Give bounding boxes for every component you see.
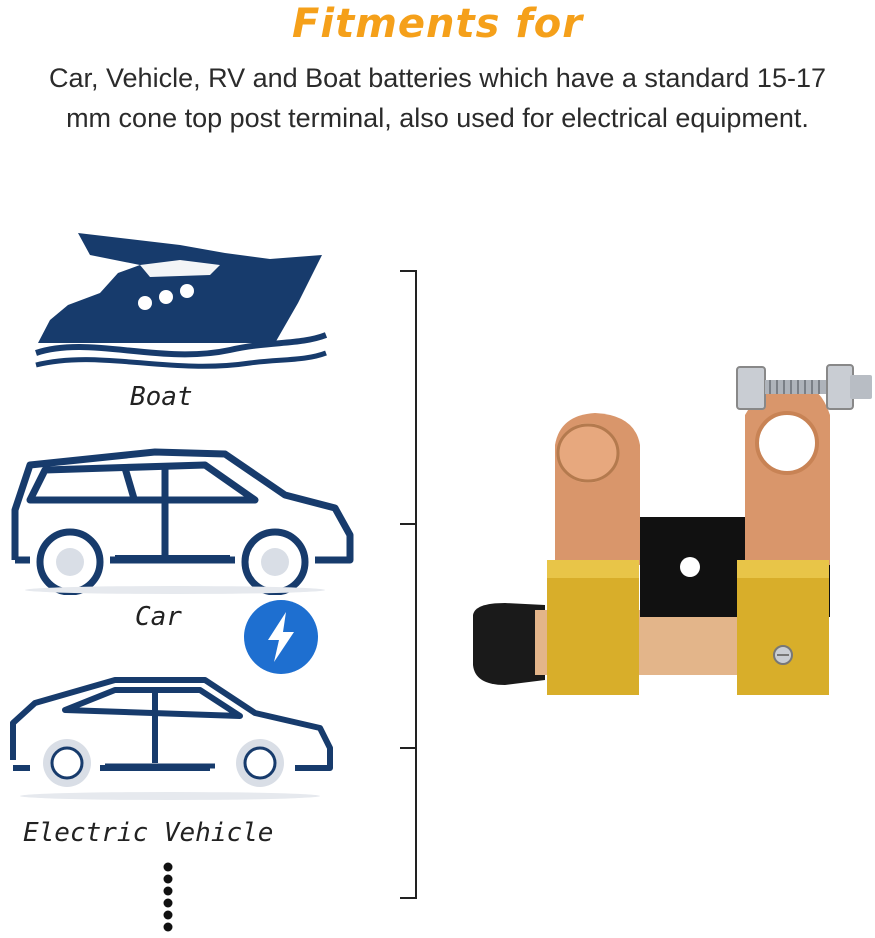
- battery-disconnect-switch: [473, 364, 872, 695]
- electric-vehicle-label: Electric Vehicle: [23, 818, 274, 848]
- car-label: Car: [135, 602, 182, 632]
- boat-label: Boat: [130, 382, 193, 412]
- car-icon: [11, 448, 354, 595]
- more-dots-icon: [163, 862, 173, 932]
- fitment-description: Car, Vehicle, RV and Boat batteries whic…: [49, 63, 826, 133]
- page-title: Fitments for: [292, 1, 583, 47]
- lightning-bolt-icon: [244, 600, 318, 674]
- electric-car-icon: [10, 677, 333, 800]
- grouping-bracket: [400, 270, 417, 899]
- boat-icon: [35, 233, 328, 369]
